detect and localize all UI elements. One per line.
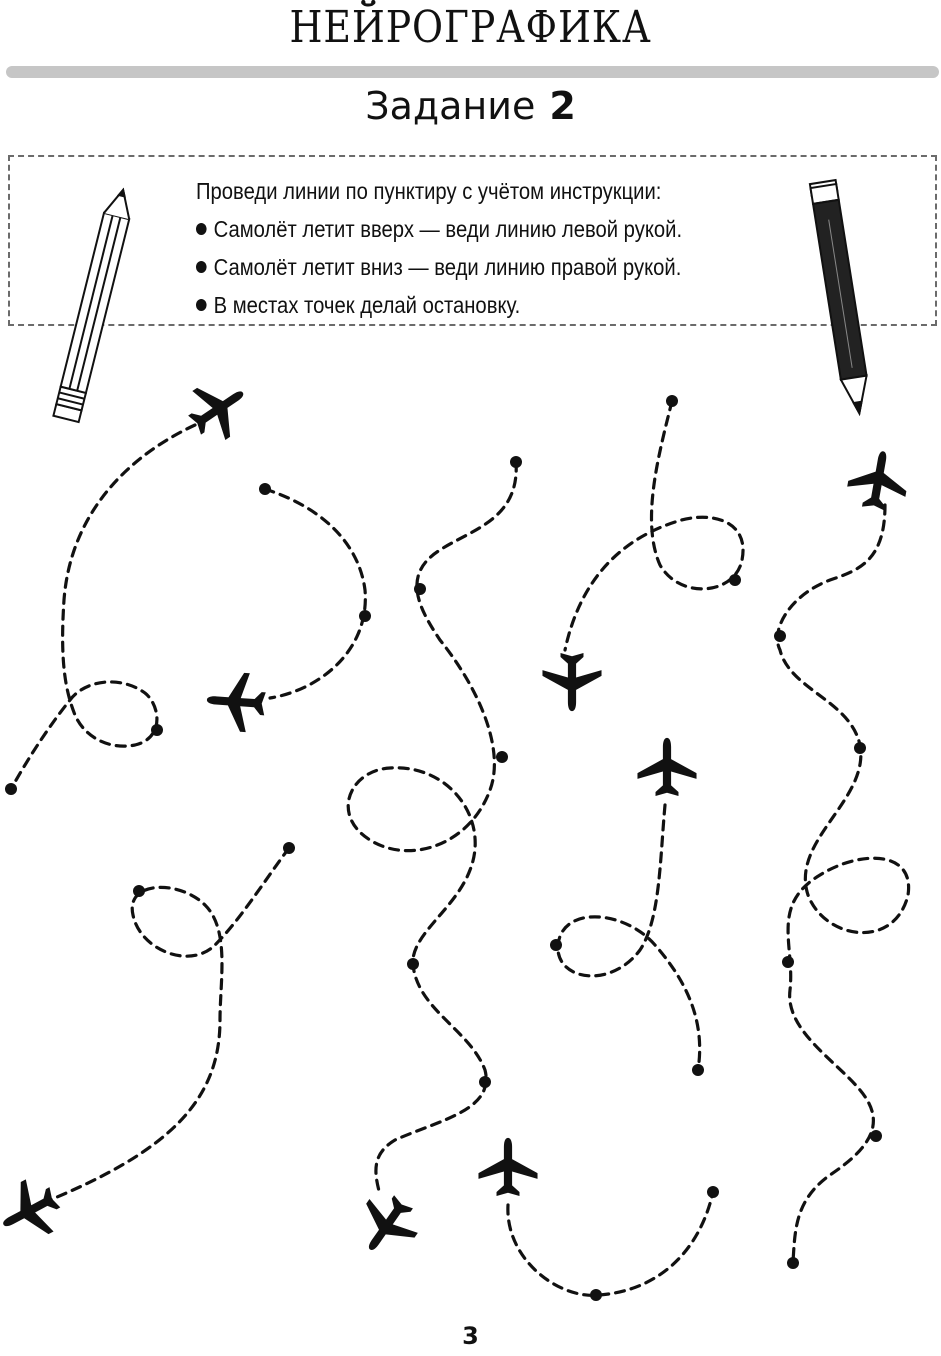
task-number: 2 [549,84,576,128]
airplane-icon [204,670,268,734]
task-heading: Задание 2 [0,84,941,128]
bullet-icon [196,299,207,311]
pencil-left-icon [52,187,131,424]
bullet-icon [196,261,207,273]
airplane-icon [844,446,913,514]
instruction-item: Самолёт летит вниз — веди линию правой р… [196,248,682,286]
trail-center-long [346,456,522,1197]
instruction-text: В местах точек делай остановку. [213,292,521,318]
airplane-icon [345,1184,428,1267]
pencil-right-icon [808,178,868,417]
airplane-icon [637,737,697,797]
airplane-icon [542,652,602,712]
task-label: Задание [365,84,536,128]
instruction-item: Самолёт летит вверх — веди линию левой р… [196,210,682,248]
instruction-item: В местах точек делай остановку. [196,286,682,324]
trail-upper-arc [259,483,371,700]
trail-bottom-arc [506,1186,719,1301]
airplane-icon [478,1137,538,1197]
airplane-icon [0,1171,69,1251]
trail-lower-left [48,842,295,1202]
bullet-icon [196,223,207,235]
trail-center-right-loop [550,803,704,1076]
book-title: НЕЙРОГРАФИКА [289,2,652,53]
instructions-intro: Проведи линии по пунктиру с учётом инстр… [196,178,662,204]
trail-left-loop [5,423,197,795]
instruction-text: Самолёт летит вниз — веди линию правой р… [213,254,682,280]
instructions-text: Проведи линии по пунктиру с учётом инстр… [196,172,682,324]
instruction-text: Самолёт летит вверх — веди линию левой р… [213,216,683,242]
trail-right-long [774,503,911,1269]
airplane-icon [178,368,260,450]
header-rule [6,66,939,78]
instructions-box [8,155,937,326]
page-number: 3 [462,1322,479,1350]
trail-upper-right-loop [563,395,745,652]
